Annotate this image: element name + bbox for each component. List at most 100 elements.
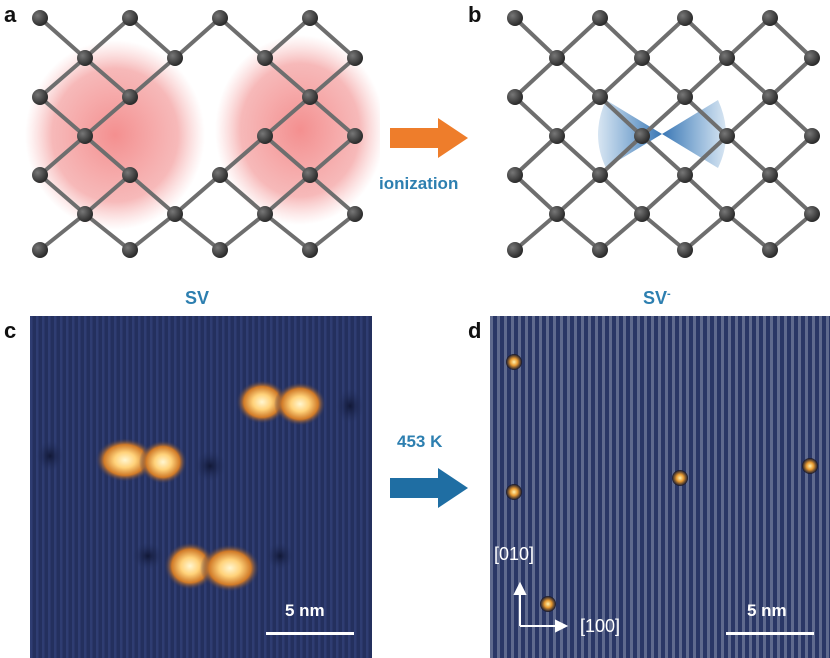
dark-spot <box>194 450 226 482</box>
charge-cloud-right <box>215 35 380 225</box>
atom <box>167 50 183 66</box>
bond <box>640 56 687 99</box>
atom <box>549 128 565 144</box>
bond <box>768 212 814 252</box>
dark-spot <box>132 542 164 570</box>
atom <box>77 128 93 144</box>
bond <box>598 95 644 138</box>
atoms <box>32 10 363 258</box>
bond <box>683 134 729 177</box>
atom <box>677 10 693 26</box>
bond <box>513 56 559 99</box>
atom <box>257 206 273 222</box>
bond <box>173 16 222 60</box>
bond <box>725 95 772 138</box>
atom <box>32 10 48 26</box>
bond <box>263 56 312 99</box>
dark-spot <box>36 440 64 472</box>
bond <box>218 212 267 252</box>
atom <box>804 128 820 144</box>
atom <box>302 10 318 26</box>
bond <box>768 134 814 177</box>
arrow-label-ionization: ionization <box>379 174 459 193</box>
atom <box>592 10 608 26</box>
bond <box>38 56 87 99</box>
atom <box>507 10 523 26</box>
bond <box>218 173 267 216</box>
bond <box>768 95 814 138</box>
bond <box>768 173 814 216</box>
bond <box>218 16 267 60</box>
bond <box>598 16 644 60</box>
bond <box>513 95 559 138</box>
bond <box>768 16 814 60</box>
defect-dot <box>540 596 556 612</box>
atom <box>122 167 138 183</box>
defect-dot <box>802 458 818 474</box>
atom <box>347 206 363 222</box>
bond <box>83 134 132 177</box>
panel-label-d: d <box>468 318 482 343</box>
atom <box>634 50 650 66</box>
bond <box>38 173 87 216</box>
caption-sv-minus-sup: - <box>667 288 671 300</box>
charge-lobe-left <box>598 100 662 168</box>
atom <box>677 242 693 258</box>
arrow-label-temperature: 453 K <box>397 432 443 451</box>
caption-sv: SV <box>185 288 210 308</box>
atom <box>257 128 273 144</box>
bond <box>38 212 87 252</box>
bonds <box>38 16 357 252</box>
arrow-ionization <box>390 118 468 158</box>
bond <box>128 212 177 252</box>
atom <box>32 167 48 183</box>
atom <box>257 50 273 66</box>
atom <box>212 167 228 183</box>
atom <box>719 50 735 66</box>
caption-sv-minus-main: SV <box>643 288 668 308</box>
scalebar-d <box>726 632 814 635</box>
atom <box>167 206 183 222</box>
bond <box>555 95 602 138</box>
atom <box>677 167 693 183</box>
bond <box>640 134 687 177</box>
atom <box>122 242 138 258</box>
scalebar-c <box>266 632 354 635</box>
bond <box>555 16 602 60</box>
bond <box>640 95 687 138</box>
atom <box>302 89 318 105</box>
bond <box>83 16 132 60</box>
bond <box>218 134 267 177</box>
atom <box>347 50 363 66</box>
bond <box>308 173 357 216</box>
bond <box>598 56 644 99</box>
dark-spot <box>336 388 364 424</box>
atom <box>762 89 778 105</box>
atom <box>719 206 735 222</box>
bond <box>173 173 222 216</box>
bond <box>725 134 772 177</box>
atoms <box>507 10 820 258</box>
bond <box>513 173 559 216</box>
bond <box>308 134 357 177</box>
dark-spot <box>266 542 294 570</box>
bond <box>308 212 357 252</box>
atom <box>549 50 565 66</box>
atom <box>212 10 228 26</box>
defect-dot <box>506 484 522 500</box>
atom <box>32 242 48 258</box>
defect-pair-2 <box>95 438 187 484</box>
bond <box>640 212 687 252</box>
bond <box>683 16 729 60</box>
bond <box>83 173 132 216</box>
bond <box>38 16 87 60</box>
arrow-annealing <box>390 468 468 508</box>
atom <box>762 10 778 26</box>
atom <box>592 167 608 183</box>
atom <box>634 128 650 144</box>
panel-label-a: a <box>4 2 17 27</box>
atom <box>804 50 820 66</box>
bond <box>263 134 312 177</box>
bond <box>38 95 87 138</box>
bond <box>513 16 559 60</box>
